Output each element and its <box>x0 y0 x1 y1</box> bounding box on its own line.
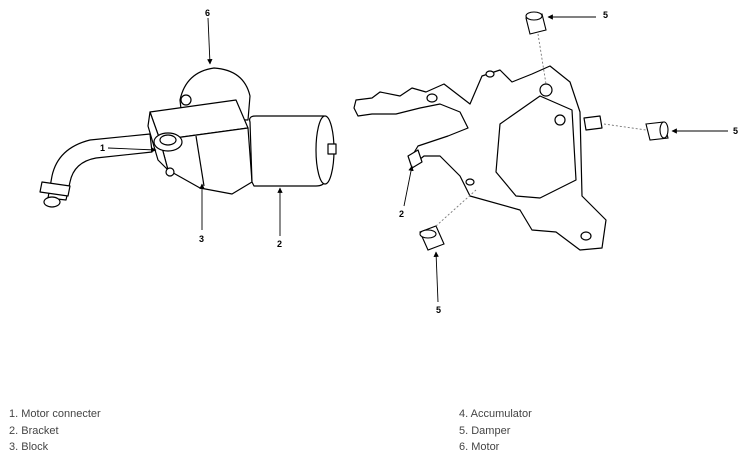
dampers <box>419 11 669 251</box>
hose-end <box>43 196 61 208</box>
callout-motor-connector: 1 <box>100 143 105 153</box>
callout-bracket-right: 2 <box>399 209 404 219</box>
damper-right <box>645 121 669 141</box>
callout-damper-top: 5 <box>603 10 608 20</box>
bracket-assembly <box>353 65 607 251</box>
callout-damper-right: 5 <box>733 126 738 136</box>
leader-motor-top <box>207 17 213 65</box>
mount-top <box>539 83 553 97</box>
accumulator <box>249 115 327 187</box>
damper-bottom <box>419 225 445 251</box>
legend-item: 2. Bracket <box>9 424 59 437</box>
hose-clamp <box>39 181 71 197</box>
mount-right <box>583 115 603 131</box>
leader-damper-bottom <box>433 251 439 303</box>
leader-bracket-right <box>403 165 414 207</box>
bracket-hole <box>485 70 495 78</box>
legend-item: 6. Motor <box>459 441 500 453</box>
damper-top <box>525 11 547 35</box>
accumulator-cap <box>327 143 337 155</box>
legend-item: 1. Motor connecter <box>9 408 101 420</box>
mount-left <box>407 149 423 169</box>
bracket-hole <box>465 178 475 186</box>
legend-right: 4. Accumulator 5. Damper 6. Motor <box>459 406 532 456</box>
callout-damper-bottom: 5 <box>436 305 441 315</box>
bolt-bottom <box>165 167 175 177</box>
motor-assembly <box>39 67 337 208</box>
leader-connector <box>107 147 157 153</box>
legend-item: 5. Damper <box>459 424 511 437</box>
legend-left: 1. Motor connecter 2. Bracket 3. Block <box>9 406 101 456</box>
alignment-lines <box>435 33 647 227</box>
mount-middle <box>554 114 566 126</box>
leaders <box>107 14 728 303</box>
callout-bracket-left: 2 <box>277 239 282 249</box>
legend-item: 3. Block <box>9 441 49 453</box>
bracket-hole <box>426 93 438 103</box>
callout-block: 3 <box>199 234 204 244</box>
connector-port <box>159 134 177 146</box>
callout-motor-top: 6 <box>205 8 210 18</box>
parts-diagram: 6 1 3 2 5 5 5 2 <box>39 8 738 315</box>
block-edge <box>195 135 205 187</box>
bracket-hole <box>580 231 592 241</box>
legend-item: 4. Accumulator <box>459 408 532 420</box>
bolt-top <box>180 94 192 106</box>
